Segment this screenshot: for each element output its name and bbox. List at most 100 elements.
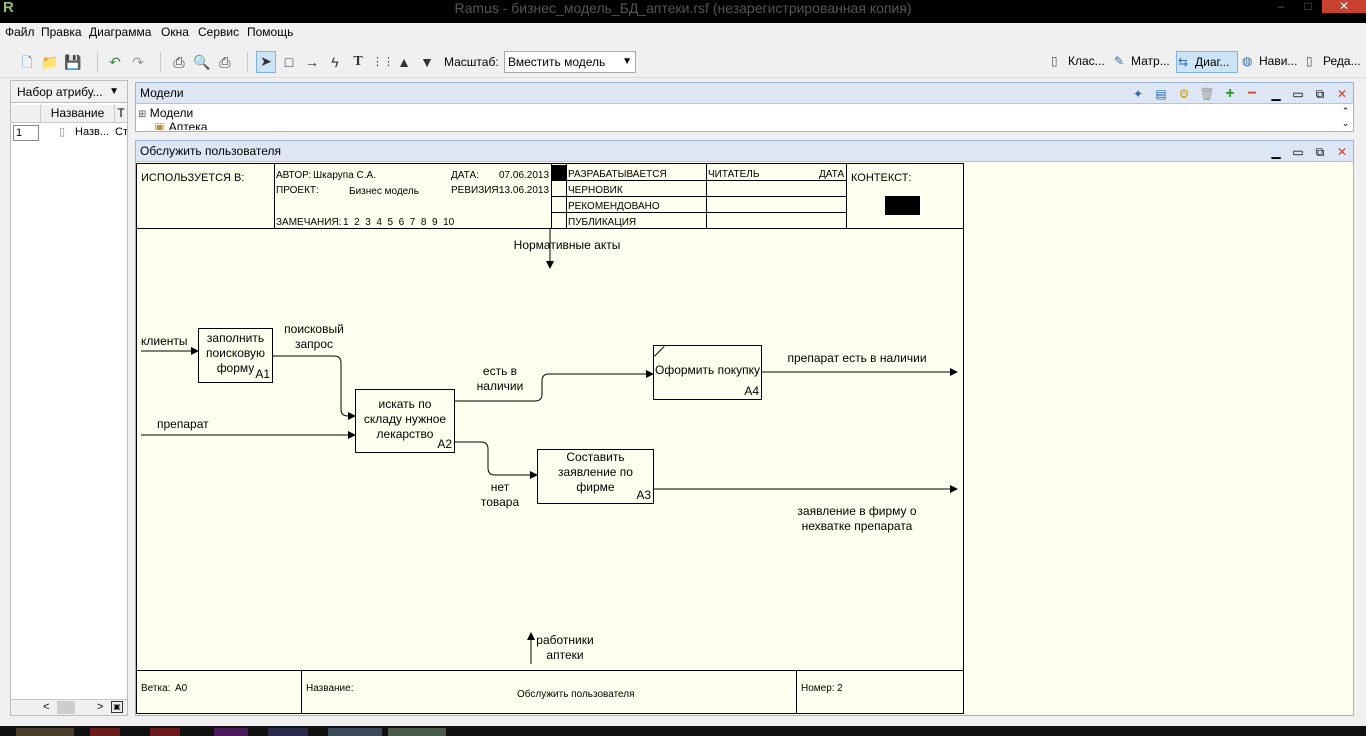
taskbar-item[interactable] [214,728,248,736]
tree-node-icon: ⊞ [138,109,147,120]
panel-float-icon[interactable]: ⧉ [1315,145,1325,159]
tree-root[interactable]: ⊞ Модели [138,106,194,120]
grid-icon[interactable]: ⋮⋮ [372,56,394,68]
new-file-icon[interactable]: 🗋 [21,54,33,70]
footer-top-line [137,670,963,671]
node-value: A0 [175,683,188,694]
select-pointer-icon[interactable]: ➤ [256,51,276,73]
label-drug: препарат [157,417,209,431]
diagram-button[interactable]: ⇆Диаг... [1176,51,1238,73]
chevron-down-icon: ▼ [622,56,632,67]
row-index[interactable]: 1 [13,125,39,141]
redo-icon[interactable]: ↷ [132,54,144,70]
squiggle-tool-icon[interactable]: ϟ [331,54,339,70]
activity-box-a1[interactable]: заполнить поисковую форму A1 [198,328,273,383]
menu-edit[interactable]: Правка [41,25,82,39]
column-header-type[interactable]: Т [115,105,127,123]
taskbar-item[interactable] [150,728,180,736]
row-name[interactable]: Назв... [75,126,109,138]
go-up-icon[interactable]: ▲ [397,54,411,70]
status-publication: ПУБЛИКАЦИЯ [568,217,637,228]
column-header-index[interactable] [11,105,41,123]
arrow-tool-icon[interactable]: → [305,54,319,70]
attribute-set-panel: Набор атрибу... ▼ Название Т 1 ▯ Назв...… [10,80,128,716]
trash-icon[interactable]: 🗑 [1199,87,1215,101]
panel-maximize-icon[interactable]: ▭ [1292,145,1304,159]
column-header-name[interactable]: Название [41,105,115,123]
vertical-scrollbar[interactable]: ⌃⌄ [1341,106,1350,128]
save-icon[interactable]: 💾 [64,54,82,70]
taskbar-item[interactable] [16,728,74,736]
activity-number: A1 [255,367,270,381]
taskbar-item[interactable] [388,728,446,736]
go-down-icon[interactable]: ▼ [420,54,434,70]
revision-value: 13.06.2013 [499,185,550,196]
classifier-button[interactable]: ▯Клас... [1051,54,1105,68]
not-in-stock-arrow[interactable] [455,441,538,479]
attribute-set-dropdown[interactable]: Набор атрибу... ▼ [11,81,127,103]
rectangle-tool-icon[interactable]: □ [284,54,294,70]
toolbar: 🗋 📁 💾 ↶ ↷ ⎙ 🔍 ⎙ ➤ □ → ϟ T ⋮⋮ ▲ ▼ Масштаб… [0,44,1366,78]
print-preview-icon[interactable]: 🔍 [193,54,211,70]
status-row-line [551,212,846,213]
undo-icon[interactable]: ↶ [109,54,121,70]
activity-number: A4 [744,384,759,398]
panel-minimize-icon[interactable]: ▁ [1271,87,1281,101]
diagram-panel-header: Обслужить пользователя ▁ ▭ ⧉ ✕ [136,141,1353,162]
in-stock-arrow[interactable] [455,370,654,402]
horizontal-scrollbar[interactable]: < > ▣ [11,699,127,715]
minimize-icon[interactable]: – [1277,0,1285,13]
new-model-icon[interactable]: ✦ [1132,87,1144,101]
activity-box-a3[interactable]: Составить заявление по фирме A3 [537,449,654,504]
tree-child[interactable]: ▣ Аптека [154,121,207,130]
taskbar-item[interactable] [328,728,382,736]
search-request-arrow[interactable] [272,355,356,420]
open-folder-icon[interactable]: 📁 [41,54,59,70]
remove-icon[interactable]: − [1247,85,1257,102]
menu-diagram[interactable]: Диаграмма [89,25,152,39]
activity-box-a4[interactable]: Оформить покупку A4 [653,345,762,400]
taskbar-item[interactable] [268,728,308,736]
matrix-button[interactable]: ✎Матр... [1114,54,1170,68]
page-setup-icon[interactable]: ⎙ [219,54,231,70]
menu-service[interactable]: Сервис [198,25,240,39]
scroll-thumb[interactable] [57,701,75,714]
panel-close-icon[interactable]: ✕ [1336,145,1348,159]
status-recommended: РЕКОМЕНДОВАНО [568,201,660,212]
menu-windows[interactable]: Окна [161,25,189,39]
corner-icon[interactable]: ▣ [111,701,123,713]
taskbar-item[interactable] [90,728,120,736]
author-label: АВТОР: [276,170,312,181]
panel-maximize-icon[interactable]: ▭ [1292,87,1304,101]
toolbar-separator [97,52,98,72]
status-row-line [551,196,846,197]
open-model-icon[interactable]: ▤ [1155,87,1167,101]
name-label: Название: [306,683,354,694]
menu-file[interactable]: Файл [5,25,35,39]
activity-box-a2[interactable]: искать по складу нужное лекарство A2 [355,389,455,453]
navigator-button[interactable]: ◍Нави... [1242,54,1298,68]
menu-help[interactable]: Помощь [247,25,294,39]
row-type[interactable]: Ст [115,126,127,138]
settings-gear-icon[interactable]: ⚙ [1178,87,1190,101]
zoom-select[interactable]: Вместить модель ▼ [504,51,636,73]
editor-button[interactable]: ▯Реда... [1306,54,1361,68]
close-window-button[interactable]: ✕ [1322,0,1366,13]
context-label: КОНТЕКСТ: [851,172,912,184]
activity-number: A2 [437,437,452,451]
panel-minimize-icon[interactable]: ▁ [1271,145,1281,159]
panel-float-icon[interactable]: ⧉ [1315,87,1325,101]
add-icon[interactable]: + [1225,85,1235,102]
scroll-right-icon[interactable]: > [97,701,104,713]
idef0-diagram-frame[interactable]: ИСПОЛЬЗУЕТСЯ В: АВТОР: Шкарупа С.А. ПРОЕ… [136,163,964,714]
taskbar [0,726,1366,736]
matrix-icon: ✎ [1114,54,1125,68]
label-in-stock: есть в наличии [476,364,524,393]
scroll-left-icon[interactable]: < [43,701,50,713]
maximize-icon[interactable]: □ [1304,0,1312,13]
label-control: Нормативные акты [513,238,621,252]
print-icon[interactable]: ⎙ [173,54,185,70]
text-tool-icon[interactable]: T [353,54,363,69]
panel-close-icon[interactable]: ✕ [1336,87,1348,101]
revision-label: РЕВИЗИЯ: [451,185,502,196]
